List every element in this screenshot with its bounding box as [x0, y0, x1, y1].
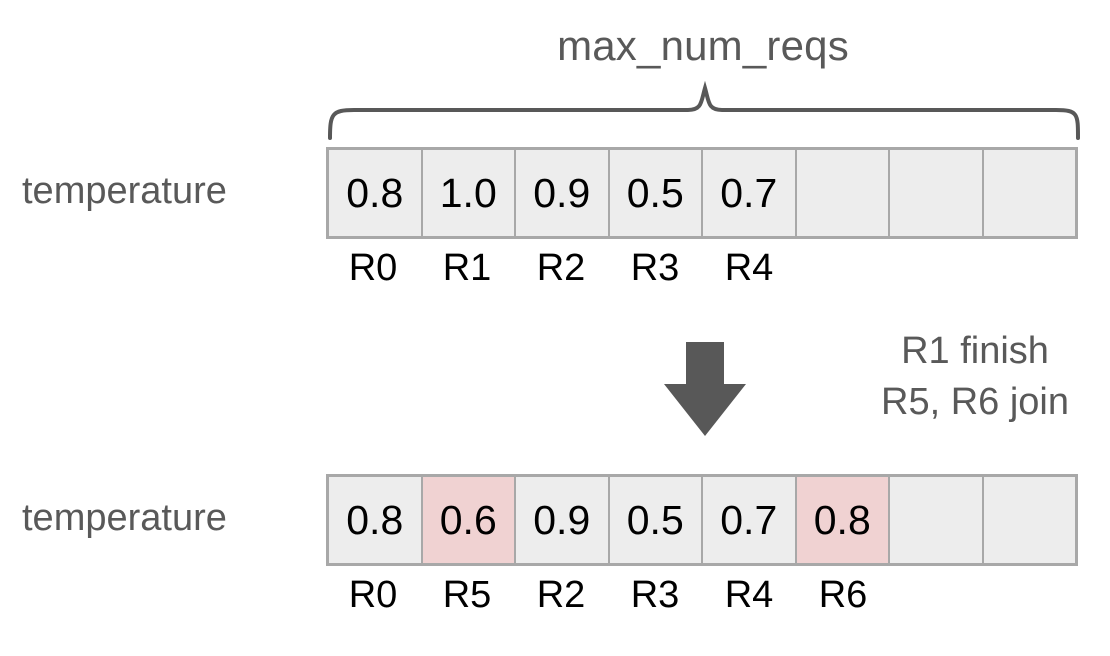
request-id-label: R3	[630, 247, 680, 289]
max-num-reqs-caption: max_num_reqs	[557, 22, 849, 69]
array-cell[interactable]: 0.9	[516, 477, 610, 563]
after-request-ids: R0 R5 R2 R3 R4 R6	[326, 574, 1078, 624]
request-id-label	[984, 576, 1078, 624]
array-cell[interactable]: 0.8	[329, 477, 423, 563]
array-cell-empty[interactable]	[890, 477, 984, 563]
request-id-label: R6	[818, 574, 868, 616]
max-num-reqs-brace-icon	[328, 80, 1080, 140]
after-array-row: 0.8 0.6 0.9 0.5 0.7 0.8	[326, 474, 1078, 566]
request-id-label: R0	[348, 247, 398, 289]
after-row-label: temperature	[22, 497, 227, 539]
request-id-label: R0	[348, 574, 398, 616]
transition-note-line1: R1 finish	[901, 330, 1049, 372]
request-id-label: R1	[442, 247, 492, 289]
request-id-label: R2	[536, 574, 586, 616]
request-id-label: R3	[630, 574, 680, 616]
array-cell-highlighted[interactable]: 0.6	[422, 477, 516, 563]
array-cell-empty[interactable]	[983, 150, 1075, 236]
request-id-label	[890, 576, 984, 624]
array-cell[interactable]: 1.0	[422, 150, 516, 236]
array-cell[interactable]: 0.7	[703, 477, 797, 563]
array-cell[interactable]: 0.8	[329, 150, 423, 236]
array-cell[interactable]: 0.7	[703, 150, 797, 236]
array-cell-empty[interactable]	[890, 150, 984, 236]
before-array-row: 0.8 1.0 0.9 0.5 0.7	[326, 147, 1078, 239]
request-id-label	[796, 249, 890, 297]
request-id-label: R2	[536, 247, 586, 289]
request-id-label: R4	[724, 247, 774, 289]
array-cell-highlighted[interactable]: 0.8	[796, 477, 890, 563]
before-request-ids: R0 R1 R2 R3 R4	[326, 247, 1078, 297]
request-id-label	[890, 249, 984, 297]
array-cell[interactable]: 0.9	[516, 150, 610, 236]
array-cell[interactable]: 0.5	[609, 477, 703, 563]
request-id-label	[984, 249, 1078, 297]
array-cell-empty[interactable]	[983, 477, 1075, 563]
transition-note-line2: R5, R6 join	[881, 380, 1069, 423]
request-id-label: R4	[724, 574, 774, 616]
transition-note: R1 finish R5, R6 join	[840, 326, 1110, 428]
request-id-label: R5	[442, 574, 492, 616]
array-cell-empty[interactable]	[796, 150, 890, 236]
array-cell[interactable]: 0.5	[609, 150, 703, 236]
arrow-down-icon	[664, 342, 746, 436]
before-row-label: temperature	[22, 170, 227, 212]
